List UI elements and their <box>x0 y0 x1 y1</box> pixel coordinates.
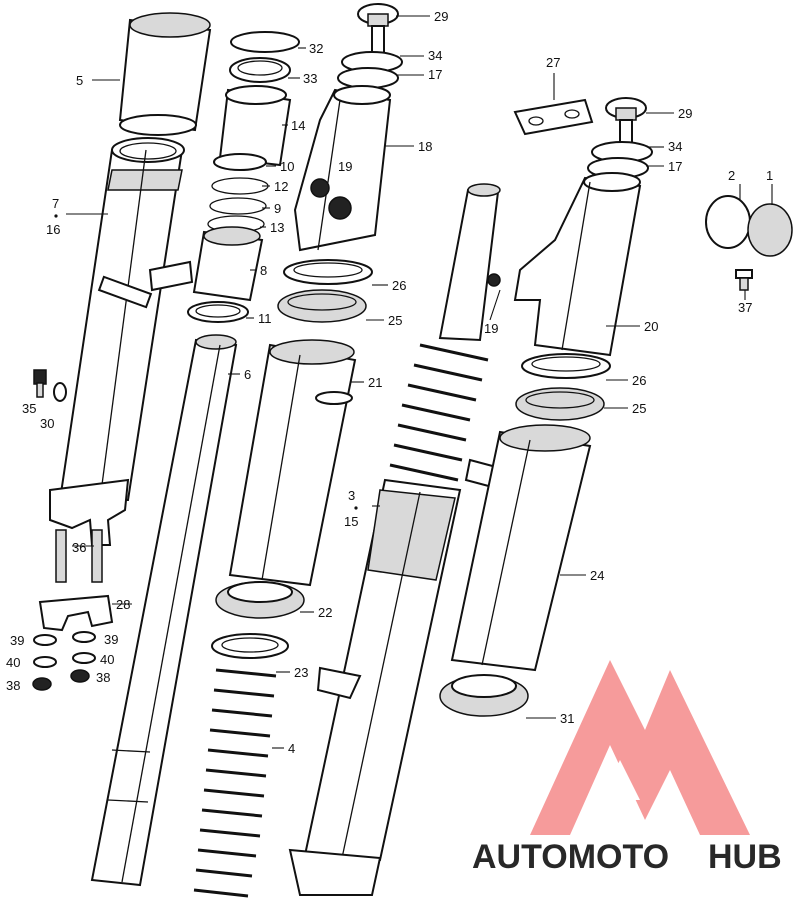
part-label: 23 <box>294 665 308 680</box>
cap-1 <box>747 203 793 257</box>
nut-22 <box>215 581 305 619</box>
inner-tube-6 <box>90 334 238 887</box>
part-label: 16 <box>46 222 60 237</box>
part-label: 38 <box>96 670 110 685</box>
part-label: 25 <box>388 313 402 328</box>
part-label: 27 <box>546 55 560 70</box>
leader-lines <box>66 15 773 749</box>
stud-left <box>55 529 103 583</box>
part-label: 37 <box>738 300 752 315</box>
part-label: 25 <box>632 401 646 416</box>
part-label: 8 <box>260 263 267 278</box>
part-labels: 29 32 34 17 5 33 27 29 14 18 34 17 10 19… <box>6 9 773 756</box>
watermark-logo <box>530 660 750 835</box>
dust-cover-5 <box>118 12 212 136</box>
part-label: 34 <box>428 48 442 63</box>
part-label: 3 <box>348 488 355 503</box>
part-label: 26 <box>392 278 406 293</box>
plate-27 <box>513 98 594 136</box>
part-label: 28 <box>116 597 130 612</box>
part-label: 13 <box>270 220 284 235</box>
part-label: 38 <box>6 678 20 693</box>
part-label: 21 <box>368 375 382 390</box>
part-label: 15 <box>344 514 358 529</box>
part-label: 10 <box>280 159 294 174</box>
part-label: 26 <box>632 373 646 388</box>
part-label: 40 <box>100 652 114 667</box>
outer-fork-tube-left <box>49 137 194 546</box>
watermark-text-hub: HUB <box>708 838 782 876</box>
part-label: 17 <box>668 159 682 174</box>
part-label: 6 <box>244 367 251 382</box>
part-label: 36 <box>72 540 86 555</box>
part-label: 19 <box>484 321 498 336</box>
part-label: 20 <box>644 319 658 334</box>
part-label: 31 <box>560 711 574 726</box>
nut-31 <box>439 674 529 717</box>
washers-nuts-left <box>32 631 96 691</box>
part-label: 12 <box>274 179 288 194</box>
spring-4 <box>193 668 277 898</box>
watermark-text-automoto: AUTOMOTO <box>472 838 669 876</box>
part-label: 33 <box>303 71 317 86</box>
fork-cover-24 <box>450 424 592 672</box>
part-label: 39 <box>10 633 24 648</box>
part-label: 40 <box>6 655 20 670</box>
bolt-29-top <box>357 3 399 55</box>
part-label: 14 <box>291 118 305 133</box>
washer-34-17 <box>337 51 403 89</box>
part-label: 22 <box>318 605 332 620</box>
part-label: 4 <box>288 741 295 756</box>
bolt-35-washer-30 <box>33 369 67 402</box>
part-label: 18 <box>418 139 432 154</box>
fork-cover-21 <box>228 339 357 587</box>
part-label: 32 <box>309 41 323 56</box>
upper-column-parts <box>187 31 300 323</box>
axle-holder-28 <box>38 594 114 632</box>
washer-23 <box>211 633 289 659</box>
part-label: 34 <box>668 139 682 154</box>
part-label: 5 <box>76 73 83 88</box>
part-label: 30 <box>40 416 54 431</box>
part-label: 9 <box>274 201 281 216</box>
inner-tube-right-3 <box>288 183 502 896</box>
part-label: 19 <box>338 159 352 174</box>
part-label: 2 <box>728 168 735 183</box>
part-label: 17 <box>428 67 442 82</box>
rings-26-25-right <box>515 353 611 421</box>
fork-tube-cover-18 <box>293 85 392 252</box>
part-label: 24 <box>590 568 604 583</box>
washer-34-17-right <box>587 141 653 179</box>
part-label: 39 <box>104 632 118 647</box>
bolt-29-right <box>605 97 647 147</box>
rings-26-25 <box>277 259 373 323</box>
cap-2 <box>705 195 751 249</box>
part-label: 11 <box>258 311 272 326</box>
part-label: 7 <box>52 196 59 211</box>
fork-tube-cover-20 <box>513 172 642 357</box>
screw-37 <box>735 269 753 291</box>
part-label: 29 <box>434 9 448 24</box>
part-label: 35 <box>22 401 36 416</box>
logo-triangle-mark <box>530 660 750 835</box>
part-label: 29 <box>678 106 692 121</box>
part-label: 1 <box>766 168 773 183</box>
